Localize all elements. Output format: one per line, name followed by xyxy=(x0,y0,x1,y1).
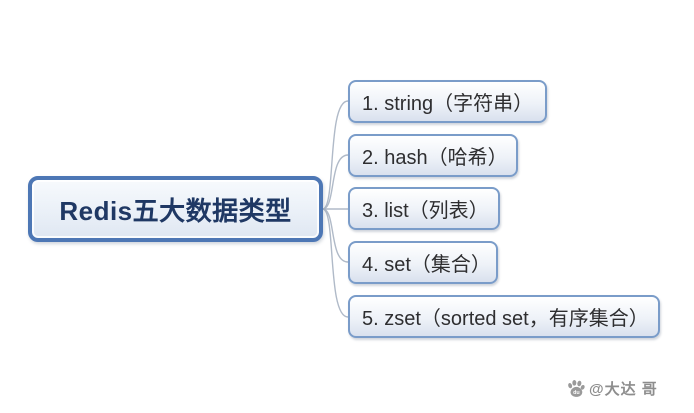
connector-root-to-set xyxy=(322,208,349,263)
watermark-text: @大达 哥 xyxy=(589,381,658,398)
branch-label-set: 4. set（集合） xyxy=(362,254,491,276)
branch-label-hash: 2. hash（哈希） xyxy=(362,147,508,169)
branch-node-hash: 2. hash（哈希） xyxy=(348,134,518,177)
watermark: du @大达 哥 xyxy=(566,378,658,399)
root-node-label: Redis五大数据类型 xyxy=(59,195,292,226)
branch-node-set: 4. set（集合） xyxy=(348,241,498,284)
branch-node-zset: 5. zset（sorted set，有序集合） xyxy=(348,295,660,338)
svg-text:du: du xyxy=(573,390,580,396)
connector-root-to-zset xyxy=(322,208,349,318)
baidu-paw-icon: du xyxy=(568,379,585,397)
connector-root-to-hash xyxy=(322,154,349,210)
branch-label-zset: 5. zset（sorted set，有序集合） xyxy=(362,308,649,330)
connector-root-to-string xyxy=(322,100,349,210)
branch-node-list: 3. list（列表） xyxy=(348,187,500,230)
branch-node-string: 1. string（字符串） xyxy=(348,80,547,123)
branch-label-list: 3. list（列表） xyxy=(362,200,489,222)
branch-label-string: 1. string（字符串） xyxy=(362,93,534,115)
root-node-redis-types: Redis五大数据类型 xyxy=(28,176,323,242)
